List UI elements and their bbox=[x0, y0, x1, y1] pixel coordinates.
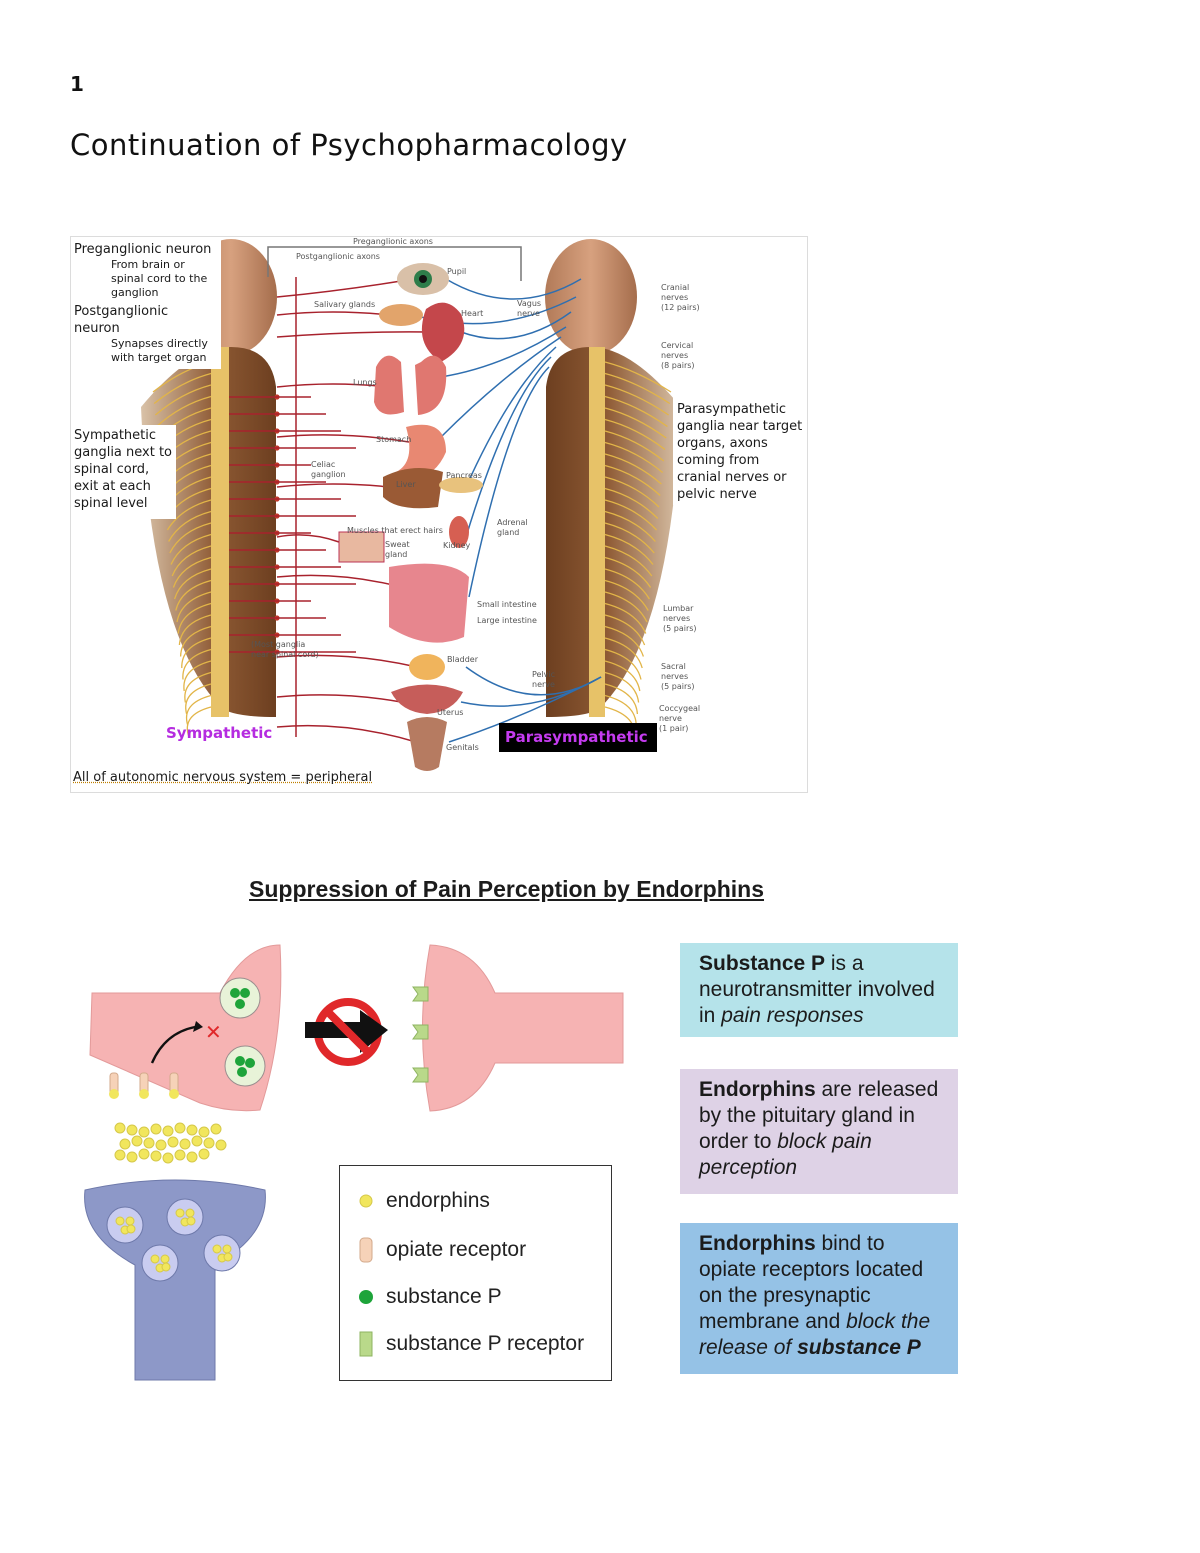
label-pupil: Pupil bbox=[447, 267, 467, 276]
substance-p-dot-icon bbox=[359, 1290, 373, 1304]
postganglionic-heading: Postganglionic neuron bbox=[74, 304, 169, 336]
label-stomach: Stomach bbox=[376, 435, 412, 444]
synapse-diagram: ✕ bbox=[80, 935, 625, 1385]
svg-text:✕: ✕ bbox=[205, 1020, 222, 1044]
pain-figure-title: Suppression of Pain Perception by Endorp… bbox=[249, 876, 765, 902]
label-bladder: Bladder bbox=[447, 655, 478, 664]
label-small-intestine: Small intestine bbox=[477, 600, 537, 609]
blocked-arrow-icon bbox=[305, 998, 388, 1066]
endorphin-cluster bbox=[114, 1122, 227, 1164]
label-liver: Liver bbox=[396, 480, 416, 489]
neuron-key: Preganglionic neuron From brain or spina… bbox=[71, 237, 221, 369]
release-arrow bbox=[150, 1025, 196, 1064]
footer-note: All of autonomic nervous system = periph… bbox=[73, 770, 373, 785]
legend-item-endorphins: endorphins bbox=[358, 1186, 490, 1216]
postsynaptic-terminal bbox=[422, 944, 624, 1112]
legend-box: endorphins opiate receptor substance P s… bbox=[339, 1165, 612, 1381]
endorphin-dot-icon bbox=[359, 1194, 373, 1208]
autonomic-nervous-system-figure: Preganglionic neuron From brain or spina… bbox=[70, 236, 808, 793]
label-kidney: Kidney bbox=[443, 541, 471, 550]
legend-item-substance-p-receptor: substance P receptor bbox=[358, 1329, 584, 1359]
presynaptic-terminal bbox=[89, 944, 282, 1112]
vesicle bbox=[224, 1045, 266, 1087]
sympathetic-note: Sympathetic ganglia next to spinal cord,… bbox=[71, 425, 176, 519]
label-pancreas: Pancreas bbox=[446, 471, 482, 480]
opiate-receptor-icon bbox=[359, 1237, 373, 1263]
postganglionic-desc: Synapses directly with target organ bbox=[111, 337, 208, 364]
label-salivary: Salivary glands bbox=[314, 300, 376, 309]
parasympathetic-label: Parasympathetic bbox=[499, 723, 657, 752]
page-number: 1 bbox=[70, 72, 84, 96]
info-box-endorphins-release: Endorphins are released by the pituitary… bbox=[680, 1069, 958, 1194]
legend-item-opiate-receptor: opiate receptor bbox=[358, 1235, 526, 1265]
parasympathetic-note: Parasympathetic ganglia near target orga… bbox=[673, 397, 805, 505]
preganglionic-desc: From brain or spinal cord to the ganglio… bbox=[111, 258, 208, 299]
info-box-endorphins-bind: Endorphins bind to opiate receptors loca… bbox=[680, 1223, 958, 1374]
label-postganglionic-axons: Postganglionic axons bbox=[296, 252, 380, 261]
document-title: Continuation of Psychopharmacology bbox=[70, 128, 628, 162]
label-large-intestine: Large intestine bbox=[477, 616, 537, 625]
label-muscles: Muscles that erect hairs bbox=[347, 526, 443, 535]
label-genitals: Genitals bbox=[446, 743, 479, 752]
sympathetic-label: Sympathetic bbox=[166, 724, 273, 742]
preganglionic-heading: Preganglionic neuron bbox=[74, 242, 212, 257]
vesicle bbox=[219, 977, 261, 1019]
info-box-substance-p: Substance P is a neurotransmitter involv… bbox=[680, 943, 958, 1037]
label-lungs: Lungs bbox=[353, 378, 377, 387]
label-preganglionic-axons: Preganglionic axons bbox=[353, 237, 433, 246]
parasympathetic-body bbox=[545, 239, 681, 738]
synapse-illustration: ✕ bbox=[84, 944, 624, 1381]
substance-p-receptor-icon bbox=[359, 1331, 373, 1357]
legend-item-substance-p: substance P bbox=[358, 1282, 502, 1312]
label-uterus: Uterus bbox=[437, 708, 464, 717]
label-heart: Heart bbox=[461, 309, 484, 318]
